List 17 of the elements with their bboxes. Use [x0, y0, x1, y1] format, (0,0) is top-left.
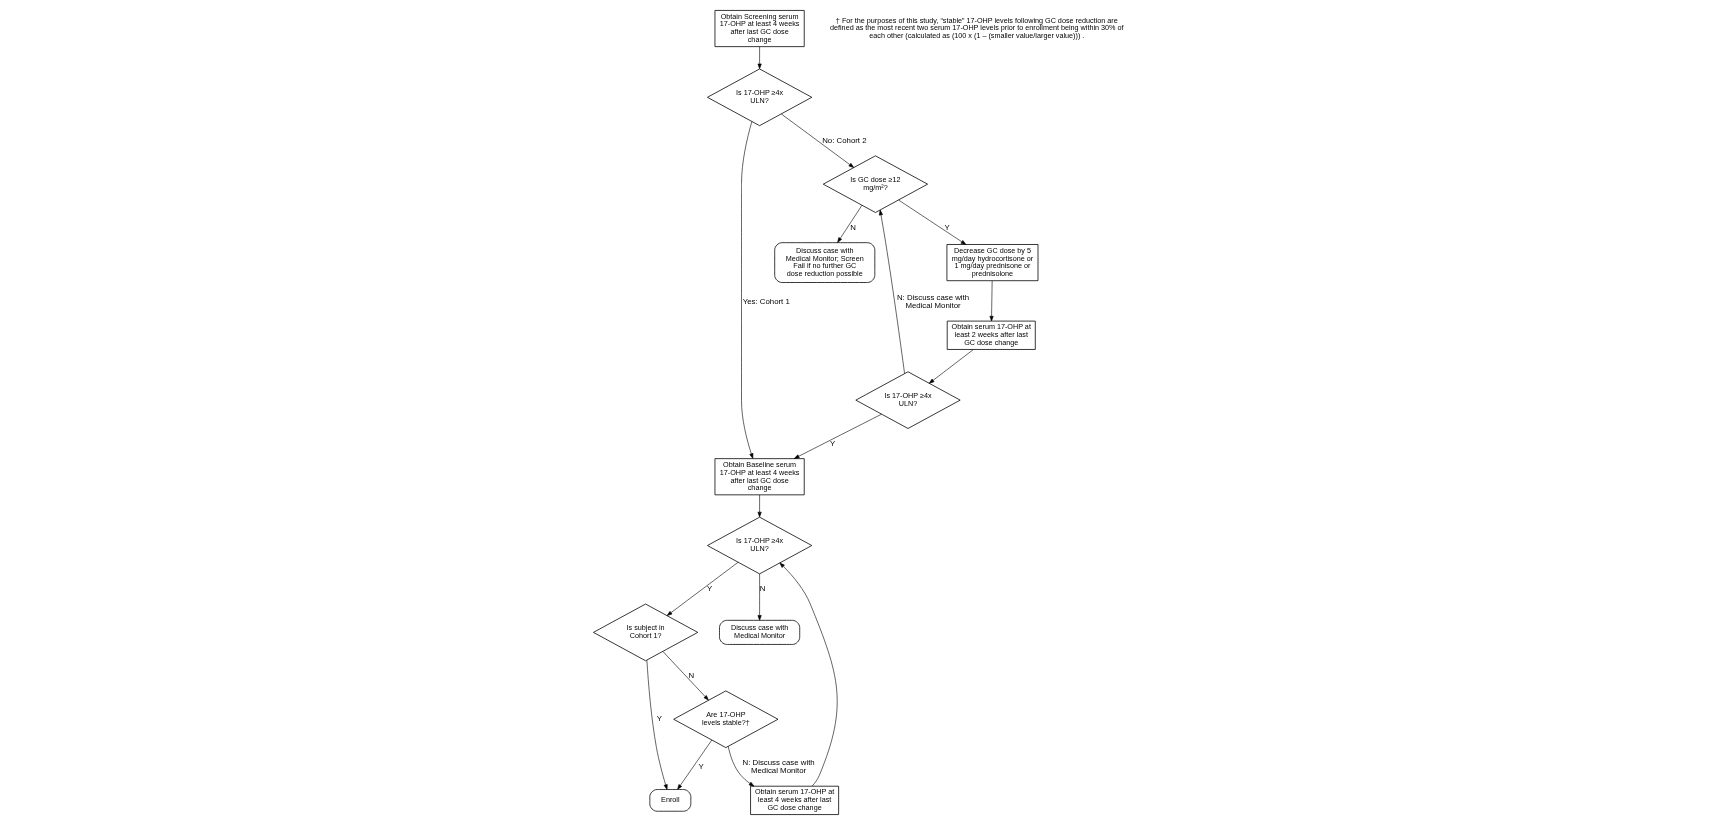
- arrow: [897, 199, 966, 245]
- arrow: [662, 651, 709, 701]
- arrow: [666, 561, 738, 616]
- arrow: [836, 204, 862, 243]
- arrow: [740, 121, 753, 459]
- arrow: [780, 113, 854, 168]
- arrow: [793, 413, 882, 459]
- arrow: [928, 349, 974, 384]
- arrow: [779, 562, 837, 787]
- arrow: [757, 573, 762, 621]
- arrow: [727, 746, 754, 787]
- arrow: [757, 494, 762, 518]
- arrow: [989, 280, 994, 322]
- arrow: [646, 659, 668, 790]
- arrow: [878, 209, 905, 374]
- arrow: [676, 739, 712, 790]
- arrow: [757, 46, 762, 70]
